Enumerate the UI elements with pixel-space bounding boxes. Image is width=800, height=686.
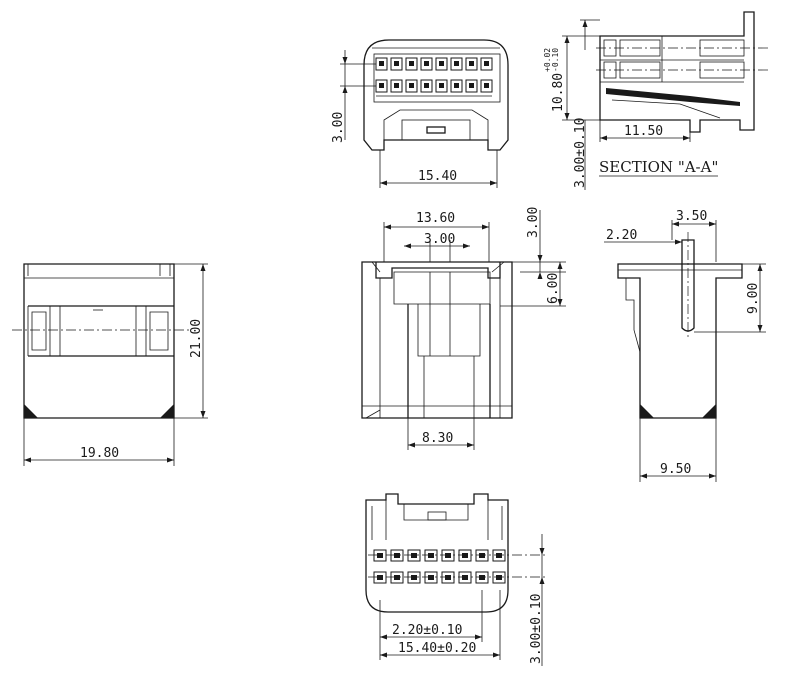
section-height-dim: 10.80 [551, 73, 566, 112]
section-tol-upper: +0.02 [543, 48, 552, 72]
side-height-dim: 21.00 [189, 319, 204, 358]
bottom-view: 3.00±0.10 2.20±0.10 15.40±0.20 [365, 493, 548, 666]
section-length-dim: 11.50 [624, 124, 663, 139]
bottom-pin-grid [368, 549, 548, 584]
left-side-view: 21.00 19.80 [12, 263, 208, 466]
front-inner-width-dim: 3.00 [424, 232, 455, 247]
section-label: SECTION "A-A" [599, 158, 718, 176]
front-latch-dim: 6.00 [546, 273, 561, 304]
section-tol-lower: -0.10 [551, 48, 560, 72]
front-outer-width-dim: 13.60 [416, 211, 455, 226]
bottom-height-dim: 3.00±0.10 [529, 594, 544, 664]
top-pin-grid [373, 53, 501, 103]
right-height-dim: 9.00 [746, 283, 761, 314]
side-width-dim: 19.80 [80, 446, 119, 461]
top-pitch-dim: 3.00 [331, 112, 346, 143]
right-width-dim: 9.50 [660, 462, 691, 477]
front-bottom-width-dim: 8.30 [422, 431, 453, 446]
right-a-dim: 3.50 [676, 209, 707, 224]
section-offset-dim: 3.00±0.10 [573, 118, 588, 188]
right-side-view: 3.50 2.20 9.00 9.50 [604, 209, 766, 482]
right-b-dim: 2.20 [606, 228, 637, 243]
front-view: 13.60 3.00 3.00 6.00 8.30 [361, 207, 566, 450]
section-hatch [603, 36, 745, 119]
section-view: 10.80 +0.02 -0.10 3.00±0.10 11.50 SECTIO… [543, 11, 770, 190]
top-width-dim: 15.40 [418, 169, 457, 184]
front-top-dim: 3.00 [526, 207, 541, 238]
bottom-pitch-dim: 2.20±0.10 [392, 623, 462, 638]
bottom-width-dim: 15.40±0.20 [398, 641, 476, 656]
top-view: 3.00 15.40 [331, 39, 509, 188]
